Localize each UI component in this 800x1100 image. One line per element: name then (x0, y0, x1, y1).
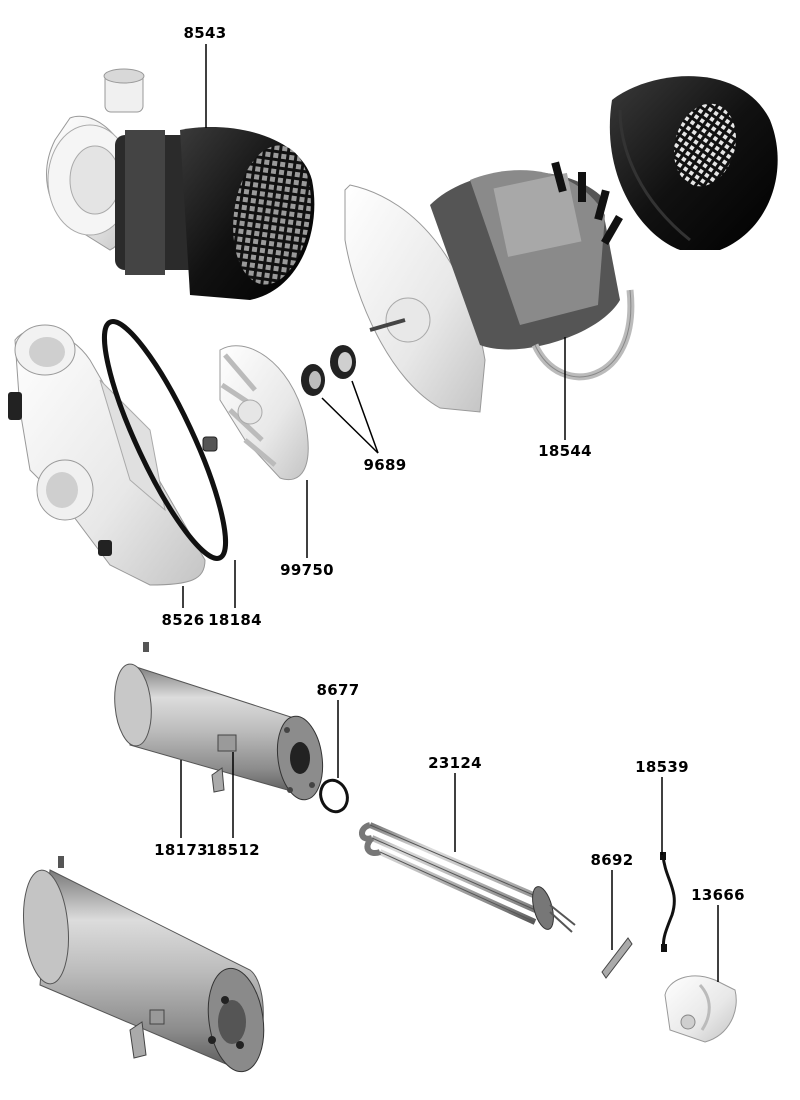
label-23124: 23124 (428, 754, 482, 772)
impeller (219, 345, 309, 480)
label-8677: 8677 (317, 681, 360, 699)
label-18512: 18512 (206, 841, 260, 859)
boiler-tank (114, 642, 324, 801)
leader-9689-a (321, 397, 379, 454)
heating-element (359, 822, 576, 933)
label-99750: 99750 (280, 561, 334, 579)
wire-lead (661, 854, 676, 949)
label-9689: 9689 (364, 456, 407, 474)
boiler-assembly (23, 856, 265, 1073)
motor-with-flange (344, 161, 635, 413)
label-18539: 18539 (635, 758, 689, 776)
fan-cover (609, 76, 778, 250)
label-18184: 18184 (208, 611, 262, 629)
label-18173: 18173 (154, 841, 208, 859)
o-ring-gasket (101, 319, 229, 561)
bracket (601, 937, 633, 979)
thermostat-cover (664, 975, 737, 1043)
pump-housing (8, 324, 206, 586)
label-18544: 18544 (538, 442, 592, 460)
leader-9689-b (351, 380, 379, 454)
tank-gasket-ring (319, 778, 349, 814)
label-8526: 8526 (162, 611, 205, 629)
mechanical-seal (301, 345, 356, 396)
label-8692: 8692 (591, 851, 634, 869)
label-8543: 8543 (184, 24, 227, 42)
label-13666: 13666 (691, 886, 745, 904)
tank-fitting (217, 734, 237, 752)
pump-motor-assembly (46, 68, 315, 300)
impeller-nut (202, 436, 218, 452)
